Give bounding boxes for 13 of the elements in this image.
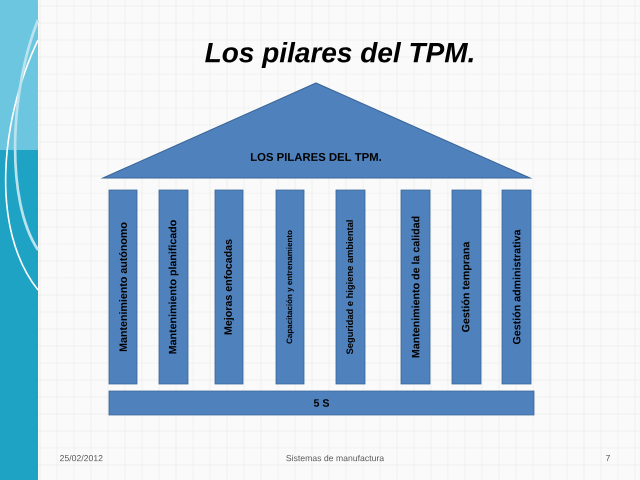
pillar: Mantenimiento de la calidad (400, 190, 430, 384)
pillar: Seguridad e higiene ambiental (336, 190, 366, 384)
pillar: Capacitación y entrenamiento (276, 190, 304, 384)
pillar: Mantenimiento planificado (158, 190, 188, 384)
footer-text: Sistemas de manufactura (286, 454, 384, 462)
footer-date: 25/02/2012 (60, 454, 103, 462)
pillar: Mantenimiento autónomo (108, 190, 138, 384)
base-bar: 5 S (108, 390, 534, 416)
slide-title: Los pilares del TPM. (205, 42, 473, 68)
pillar: Gestión administrativa (502, 190, 532, 384)
pillar: Gestión temprana (452, 190, 482, 384)
pillar: Mejoras enfocadas (214, 190, 244, 384)
page-number: 7 (606, 455, 610, 461)
